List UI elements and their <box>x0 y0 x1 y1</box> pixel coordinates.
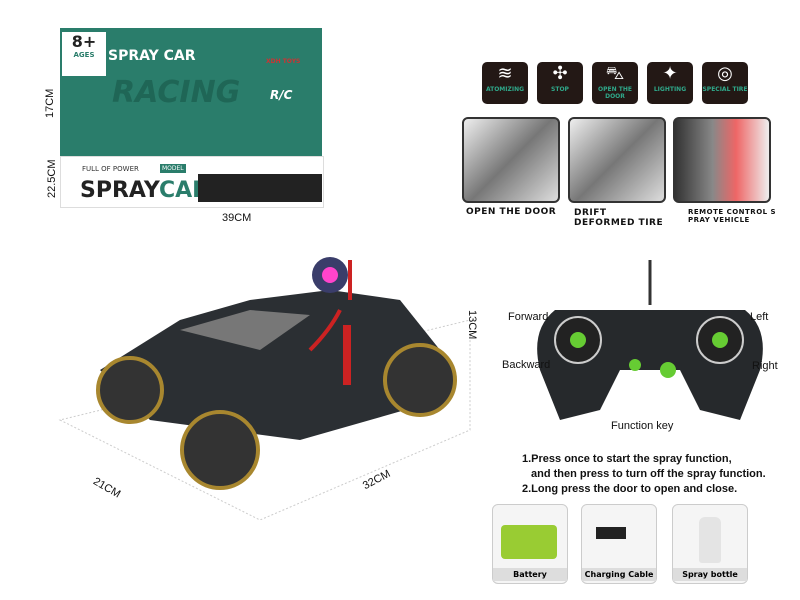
dim-box-height: 17CM <box>44 88 56 118</box>
tire-icon: ◎ <box>717 63 733 84</box>
instructions: 1.Press once to start the spray function… <box>522 452 766 497</box>
accessory-battery: Battery <box>492 504 568 584</box>
box-title: SPRAYCAR <box>80 178 209 204</box>
dim-box-depth: 22.5CM <box>46 159 58 198</box>
feature-lighting: ✦ LIGHTING <box>647 62 693 104</box>
caption-open-door: OPEN THE DOOR <box>466 207 557 217</box>
accessory-charging-cable: Charging Cable <box>581 504 657 584</box>
caption-drift-tire: DRIFT DEFORMED TIRE <box>574 208 664 228</box>
bulb-icon: ✦ <box>662 63 678 84</box>
rc-logo: R/C <box>270 88 293 102</box>
accessory-label: Charging Cable <box>582 568 656 581</box>
label-left: Left <box>750 311 769 323</box>
photo-drift-tire <box>568 117 666 203</box>
age-badge: 8+ AGES <box>62 32 106 76</box>
remote-control <box>537 260 763 420</box>
feature-open-door: ⛍ OPEN THE DOOR <box>592 62 638 104</box>
arrows-icon: ✣ <box>552 63 568 84</box>
instruction-1: 1.Press once to start the spray function… <box>522 453 732 465</box>
box-feature-strip <box>198 174 322 202</box>
instruction-2: 2.Long press the door to open and close. <box>522 483 738 495</box>
brand-logo: XDH TOYS <box>266 58 301 65</box>
spray-icon: ≋ <box>497 63 513 84</box>
accessory-label: Battery <box>493 568 567 581</box>
feature-label: SPECIAL TIRE <box>702 86 748 93</box>
feature-stop: ✣ STOP <box>537 62 583 104</box>
title-spray: SPRAY <box>80 178 159 203</box>
age: 8+ <box>71 32 97 51</box>
accessory-label: Spray bottle <box>673 568 747 581</box>
label-function-key: Function key <box>611 420 674 432</box>
label-backward: Backward <box>502 359 551 371</box>
dim-car-height: 13CM <box>466 310 478 340</box>
label-forward: Forward <box>508 311 549 323</box>
package-box: 8+ AGES SPRAY CAR RACING XDH TOYS R/C FU… <box>60 28 324 210</box>
feature-atomizing: ≋ ATOMIZING <box>482 62 528 104</box>
feature-label: OPEN THE DOOR <box>598 86 632 100</box>
label-right: Right <box>752 360 778 372</box>
instruction-1b: and then press to turn off the spray fun… <box>531 468 766 480</box>
model-tag: MODEL <box>160 164 186 173</box>
age-label: AGES <box>73 51 95 59</box>
bg-word: RACING <box>112 75 241 110</box>
feature-special-tire: ◎ SPECIAL TIRE <box>702 62 748 104</box>
caption-spray: REMOTE CONTROL S PRAY VEHICLE <box>688 208 777 224</box>
slogan: FULL OF POWER <box>82 165 139 173</box>
photo-open-door <box>462 117 560 203</box>
top-title: SPRAY CAR <box>108 48 196 64</box>
feature-label: LIGHTING <box>653 86 687 93</box>
feature-label: STOP <box>551 86 569 93</box>
dim-box-width: 39CM <box>222 212 252 224</box>
function-key <box>660 362 676 378</box>
photo-spray <box>673 117 771 203</box>
feature-label: ATOMIZING <box>485 86 525 93</box>
car-door-icon: ⛍ <box>605 63 625 84</box>
accessory-spray-bottle: Spray bottle <box>672 504 748 584</box>
car-illustration <box>58 257 471 520</box>
